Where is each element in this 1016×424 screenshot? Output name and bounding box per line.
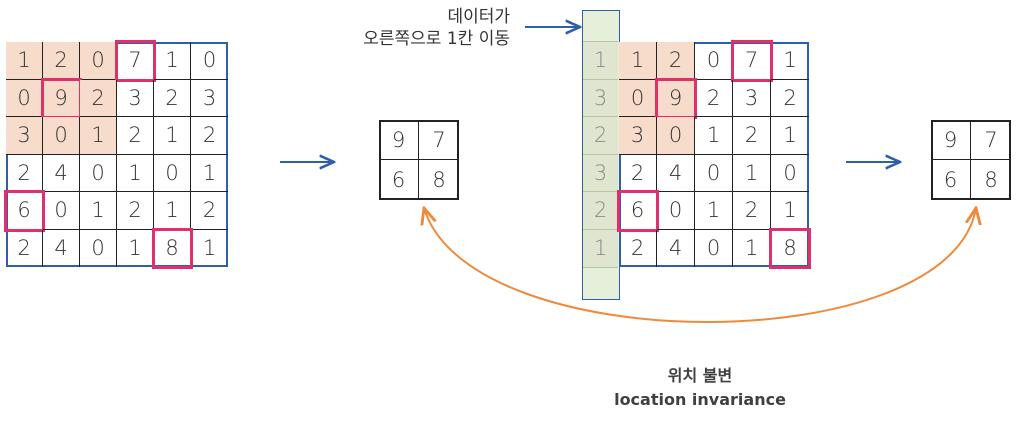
shifted-column-cell: 3 [583, 155, 618, 192]
grid-cell: 2 [191, 192, 228, 230]
grid-cell: 3 [619, 117, 657, 155]
grid-cell: 1 [6, 42, 43, 80]
grid-cell: 2 [619, 229, 657, 267]
grid-cell: 4 [657, 154, 695, 192]
grid-cell: 9 [931, 120, 971, 160]
grid-cell: 8 [432, 168, 446, 192]
shifted-column-cell: 1 [593, 236, 608, 261]
invariance-label: 위치 불변 location invariance [580, 364, 820, 412]
shift-label-line2: 오른쪽으로 1칸 이동 [363, 29, 510, 49]
grid-cell: 1 [619, 42, 657, 80]
grid-cell: 1 [154, 117, 191, 155]
grid-cell: 8 [984, 168, 998, 192]
shift-label-line1: 데이터가 [447, 7, 510, 27]
shifted-column-cell: 2 [583, 117, 618, 155]
grid-cell: 0 [80, 229, 117, 267]
grid-cell: 9 [379, 120, 419, 160]
max-highlight-box [4, 190, 45, 232]
grid-cell: 0 [771, 155, 809, 192]
grid-cell: 6 [379, 160, 419, 200]
grid-cell: 2 [695, 79, 733, 117]
grid-cell: 0 [695, 229, 733, 267]
shifted-column-cell: 1 [583, 42, 618, 80]
invariance-curve-arrow [424, 208, 976, 323]
grid-cell: 0 [657, 117, 695, 155]
grid-cell: 8 [783, 236, 797, 261]
shifted-column-cell: 3 [583, 80, 618, 117]
grid-cell: 2 [117, 192, 154, 230]
grid-cell: 1 [733, 154, 771, 192]
grid-cell: 6 [931, 160, 971, 200]
grid-cell: 9 [43, 79, 80, 117]
grid-cell: 7 [419, 120, 459, 160]
grid-cell: 4 [43, 229, 80, 267]
grid-cell: 0 [154, 154, 191, 192]
grid-cell: 0 [43, 117, 80, 155]
grid-cell: 2 [6, 229, 43, 267]
grid-cell: 3 [733, 79, 771, 117]
grid-cell: 0 [695, 154, 733, 192]
max-highlight-box [152, 227, 193, 269]
max-highlight-box [769, 227, 811, 269]
grid-cell: 2 [80, 79, 117, 117]
max-highlight-box [115, 40, 156, 82]
shift-label: 데이터가 오른쪽으로 1칸 이동 [330, 6, 510, 50]
grid-cell: 4 [657, 229, 695, 267]
grid-cell: 1 [80, 117, 117, 155]
grid-cell: 9 [657, 79, 695, 117]
grid-cell: 1 [117, 154, 154, 192]
grid-cell: 2 [154, 79, 191, 117]
grid-cell: 2 [117, 117, 154, 155]
grid-cell: 2 [771, 80, 809, 117]
invariance-label-english: location invariance [614, 390, 786, 409]
max-highlight-box [731, 40, 773, 82]
grid-cell: 7 [971, 120, 1011, 160]
grid-cell: 0 [80, 42, 117, 80]
grid-cell: 3 [117, 79, 154, 117]
grid-cell: 0 [191, 42, 228, 80]
grid-cell: 2 [733, 117, 771, 155]
grid-cell: 0 [80, 154, 117, 192]
grid-cell: 3 [191, 80, 228, 117]
grid-cell: 1 [771, 42, 809, 80]
grid-cell: 0 [619, 79, 657, 117]
grid-cell: 0 [43, 192, 80, 230]
grid-cell: 1 [202, 236, 217, 261]
grid-cell: 1 [154, 42, 191, 80]
grid-cell: 1 [191, 155, 228, 192]
invariance-label-korean: 위치 불변 [667, 366, 733, 385]
grid-cell: 0 [6, 79, 43, 117]
grid-cell: 1 [80, 192, 117, 230]
grid-cell: 2 [657, 42, 695, 80]
grid-cell: 1 [695, 117, 733, 155]
grid-cell: 4 [43, 154, 80, 192]
grid-cell: 3 [6, 117, 43, 155]
grid-cell: 1 [771, 117, 809, 155]
grid-cell: 2 [191, 117, 228, 155]
